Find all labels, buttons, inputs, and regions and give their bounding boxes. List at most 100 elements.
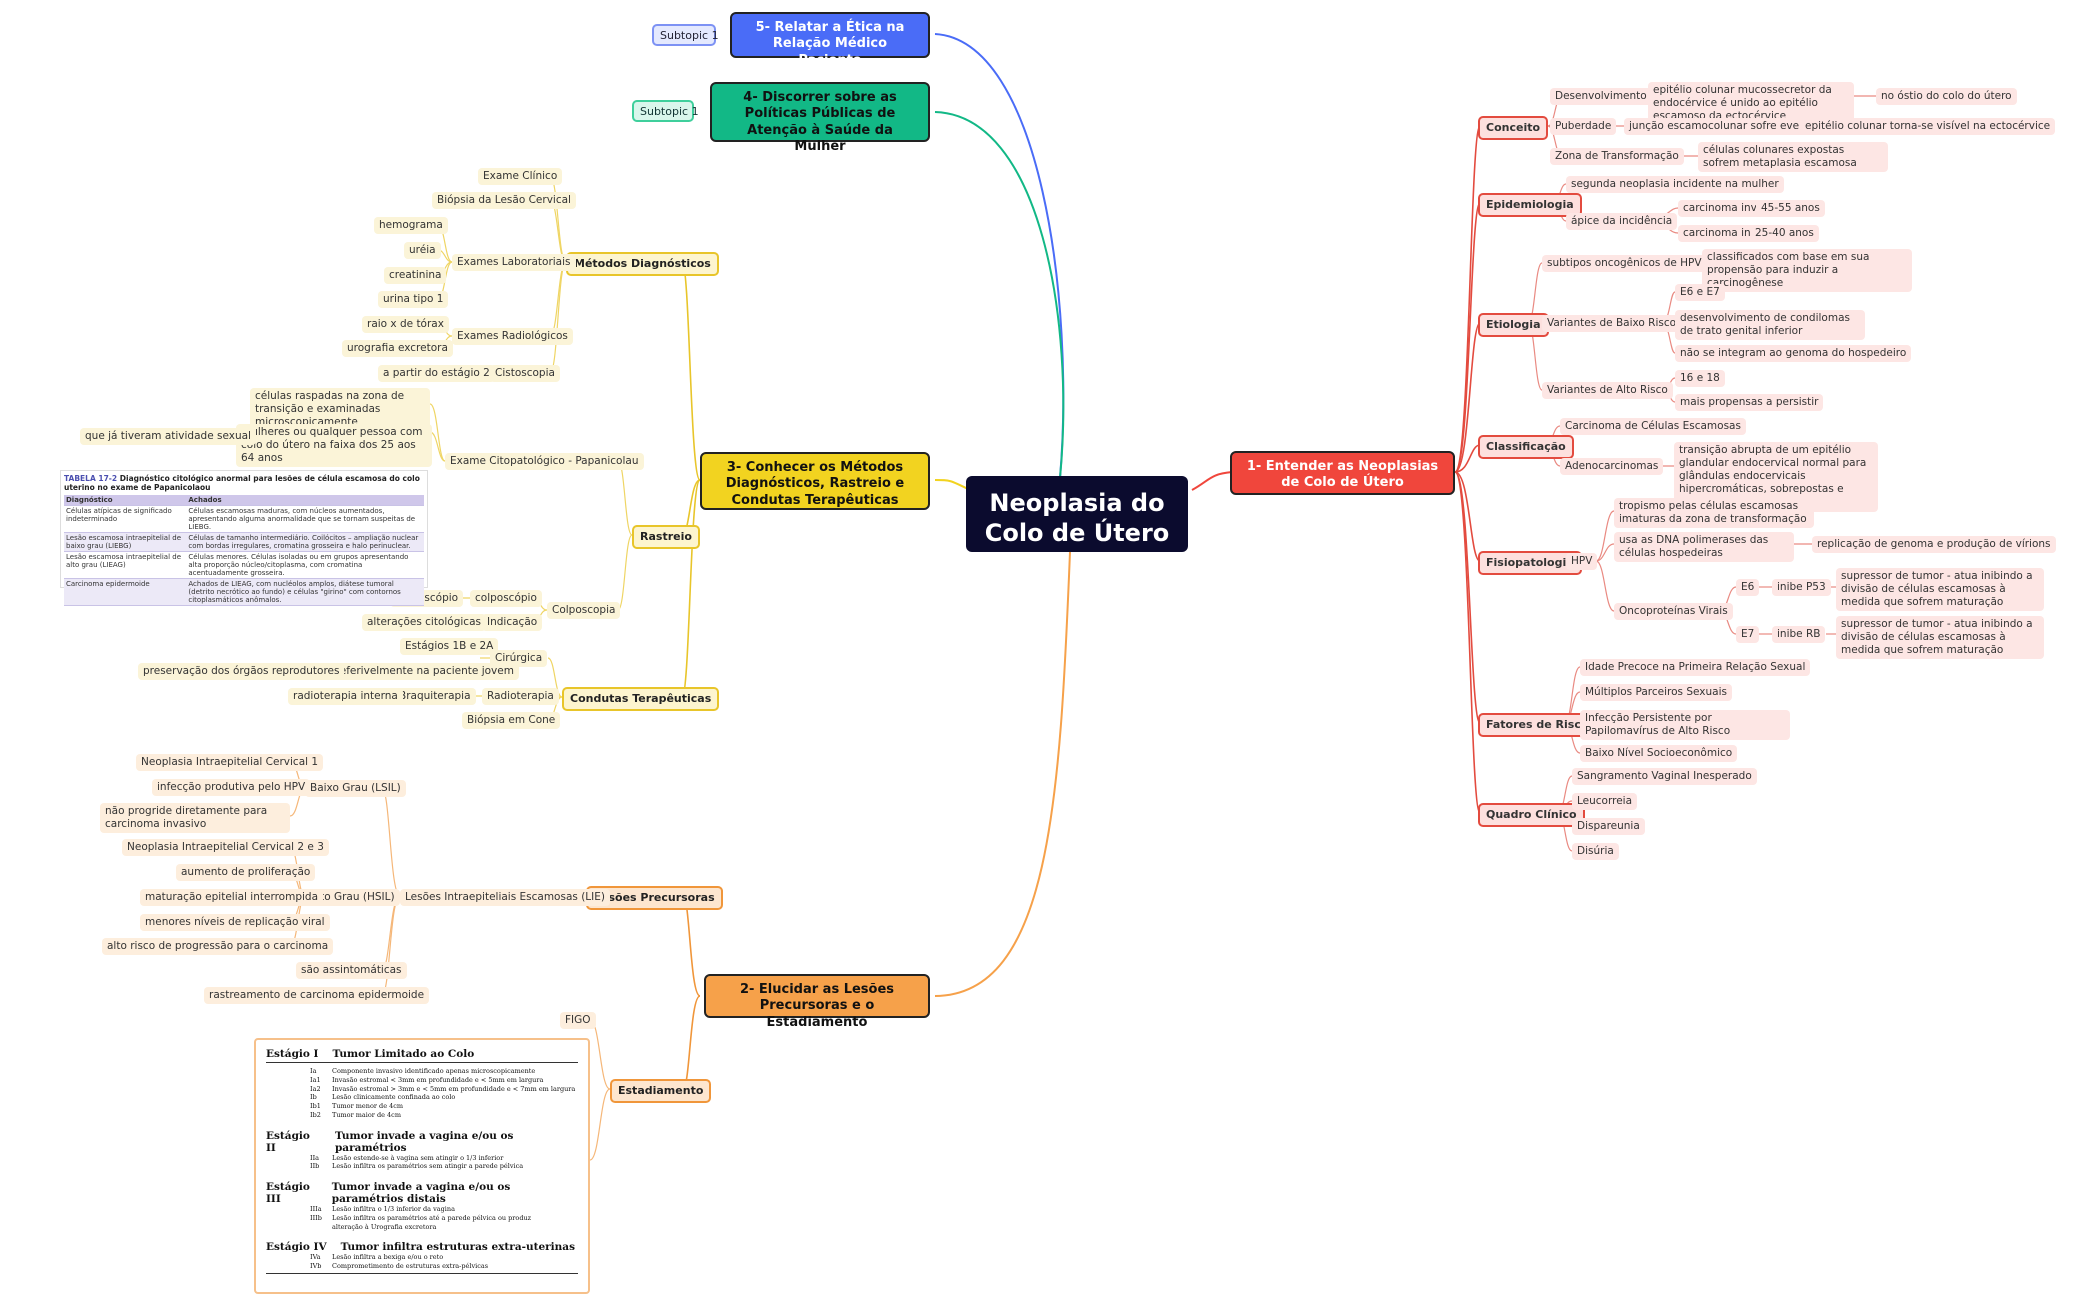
escamosas-node[interactable]: Carcinoma de Células Escamosas [1560, 418, 1746, 436]
fisiopatologia-node[interactable]: Fisiopatologia [1478, 551, 1582, 575]
nao-integram-node[interactable]: não se integram ao genoma do hospedeiro [1675, 345, 1912, 363]
exames-radiologicos-node[interactable]: Exames Radiológicos [452, 328, 573, 346]
baixo-risco-node[interactable]: Variantes de Baixo Risco [1542, 315, 1682, 333]
alto-risco-node[interactable]: Variantes de Alto Risco [1542, 382, 1673, 400]
baixo-grau-item[interactable]: não progride diretamente para carcinoma … [100, 803, 290, 834]
papanicolau-node[interactable]: Exame Citopatológico - Papanicolau [445, 453, 644, 471]
metodos-diagnosticos-node[interactable]: Métodos Diagnósticos [566, 252, 719, 276]
hpv-node[interactable]: HPV [1566, 553, 1598, 571]
central-topic[interactable]: Neoplasia do Colo de Útero [966, 476, 1188, 552]
branch-5-etica[interactable]: 5- Relatar a Ética na Relação Médico Pac… [730, 12, 930, 68]
radio-item[interactable]: raio x de tórax [362, 316, 449, 334]
lab-item[interactable]: urina tipo 1 [378, 291, 449, 309]
biopsia-cone-node[interactable]: Biópsia em Cone [462, 712, 561, 730]
subtipos-hpv-node[interactable]: subtipos oncogênicos de HPV [1542, 255, 1707, 273]
cistoscopia-detail[interactable]: a partir do estágio 2 [378, 365, 495, 383]
rastreamento-node[interactable]: rastreamento de carcinoma epidermoide [204, 987, 430, 1005]
radio-item[interactable]: urografia excretora [342, 340, 453, 358]
paciente-jovem-node[interactable]: preferivelmente na paciente jovem [324, 663, 519, 681]
branch-4-subtopic[interactable]: Subtopic 1 [632, 100, 699, 122]
condilomas-node[interactable]: desenvolvimento de condilomas de trato g… [1675, 310, 1865, 341]
atividade-sexual-node[interactable]: que já tiveram atividade sexual [80, 428, 256, 446]
branch-3-metodos[interactable]: 3- Conhecer os Métodos Diagnósticos, Ras… [700, 452, 930, 510]
lab-item[interactable]: creatinina [384, 267, 447, 285]
assintomaticas-node[interactable]: são assintomáticas [296, 962, 407, 980]
cirurgica-node[interactable]: Cirúrgica [490, 650, 548, 668]
alto-grau-item[interactable]: Neoplasia Intraepitelial Cervical 2 e 3 [122, 839, 329, 857]
zona-detail[interactable]: células colunares expostas sofrem metapl… [1698, 142, 1888, 173]
e7-detail[interactable]: supressor de tumor - atua inibindo a div… [1836, 616, 2044, 660]
rastreio-node[interactable]: Rastreio [632, 525, 700, 549]
subtipos-detail[interactable]: classificados com base em sua propensão … [1702, 249, 1912, 293]
e6-detail[interactable]: supressor de tumor - atua inibindo a div… [1836, 568, 2044, 612]
alto-grau-item[interactable]: maturação epitelial interrompida [140, 889, 323, 907]
cistoscopia-node[interactable]: Cistoscopia [490, 365, 560, 383]
lie-node[interactable]: Lesões Intraepiteliais Escamosas (LIE) [400, 889, 610, 907]
biopsia-node[interactable]: Biópsia da Lesão Cervical [432, 192, 576, 210]
quadro-item[interactable]: Disúria [1572, 843, 1619, 861]
baixo-grau-item[interactable]: Neoplasia Intraepitelial Cervical 1 [136, 754, 324, 772]
exame-clinico-node[interactable]: Exame Clínico [478, 168, 563, 186]
epidemiologia-node[interactable]: Epidemiologia [1478, 193, 1582, 217]
adenocarcinomas-node[interactable]: Adenocarcinomas [1560, 458, 1664, 476]
baixo-grau-item[interactable]: infecção produtiva pelo HPV [152, 779, 311, 797]
conceito-node[interactable]: Conceito [1478, 116, 1549, 140]
alto-grau-item[interactable]: aumento de proliferação [176, 864, 316, 882]
classificacao-node[interactable]: Classificação [1478, 435, 1574, 459]
replicacao-node[interactable]: replicação de genoma e produção de vírio… [1812, 536, 2056, 554]
preservacao-node[interactable]: preservação dos órgãos reprodutores [138, 663, 345, 681]
etiologia-node[interactable]: Etiologia [1478, 313, 1549, 337]
alto-grau-node[interactable]: Alto Grau (HSIL) [305, 889, 400, 907]
puberdade-node[interactable]: Puberdade [1550, 118, 1617, 136]
eversao-result-node[interactable]: epitélio colunar torna-se visível na ect… [1800, 118, 2056, 136]
segunda-neoplasia-node[interactable]: segunda neoplasia incidente na mulher [1566, 176, 1784, 194]
alto-grau-item[interactable]: alto risco de progressão para o carcinom… [102, 938, 334, 956]
lab-item[interactable]: uréia [404, 242, 441, 260]
lab-item[interactable]: hemograma [374, 217, 448, 235]
branch-2-lesoes[interactable]: 2- Elucidar as Lesões Precursoras e o Es… [704, 974, 930, 1030]
branch-5-subtopic[interactable]: Subtopic 1 [652, 24, 719, 46]
zona-transformacao-node[interactable]: Zona de Transformação [1550, 148, 1684, 166]
quadro-item[interactable]: Sangramento Vaginal Inesperado [1572, 768, 1757, 786]
fator-item[interactable]: Idade Precoce na Primeira Relação Sexual [1580, 659, 1811, 677]
fator-item[interactable]: Baixo Nível Socioeconômico [1580, 745, 1738, 763]
tropismo-node[interactable]: tropismo pelas células escamosas imatura… [1614, 498, 1814, 529]
indicacao-node[interactable]: Indicação [482, 614, 543, 632]
estadiamento-node[interactable]: Estadiamento [610, 1079, 712, 1103]
persistir-node[interactable]: mais propensas a persistir [1675, 394, 1824, 412]
alteracoes-node[interactable]: alterações citológicas [362, 614, 486, 632]
baixo-grau-node[interactable]: Baixo Grau (LSIL) [305, 780, 406, 798]
invasor-age-node[interactable]: 45-55 anos [1756, 200, 1825, 218]
condutas-node[interactable]: Condutas Terapêuticas [562, 687, 720, 711]
desenvolvimento-node[interactable]: Desenvolvimento [1550, 88, 1652, 106]
branch-4-politicas[interactable]: 4- Discorrer sobre as Políticas Públicas… [710, 82, 930, 154]
colposcopia-node[interactable]: Colposcopia [547, 602, 621, 620]
radioterapia-node[interactable]: Radioterapia [482, 688, 559, 706]
ostio-node[interactable]: no óstio do colo do útero [1876, 88, 2017, 106]
juncao-node[interactable]: junção escamocolunar sofre eversão [1624, 118, 1827, 136]
branch-1-neoplasias[interactable]: 1- Entender as Neoplasias de Colo de Úte… [1230, 451, 1455, 495]
e6-node[interactable]: E6 [1736, 579, 1760, 597]
apice-incidencia-node[interactable]: ápice da incidência [1566, 213, 1678, 231]
quadro-item[interactable]: Leucorreia [1572, 793, 1638, 811]
inibe-rb-node[interactable]: inibe RB [1772, 626, 1826, 644]
fator-item[interactable]: Múltiplos Parceiros Sexuais [1580, 684, 1732, 702]
e6e7-node[interactable]: E6 e E7 [1675, 284, 1725, 302]
hpv1618-node[interactable]: 16 e 18 [1675, 370, 1725, 388]
e7-node[interactable]: E7 [1736, 626, 1760, 644]
figo-node[interactable]: FIGO [560, 1012, 596, 1030]
alto-grau-item[interactable]: menores níveis de replicação viral [140, 914, 330, 932]
quadro-item[interactable]: Dispareunia [1572, 818, 1645, 836]
inibe-p53-node[interactable]: inibe P53 [1772, 579, 1831, 597]
radioterapia-interna-node[interactable]: radioterapia interna [288, 688, 403, 706]
oncoproteinas-node[interactable]: Oncoproteínas Virais [1614, 603, 1733, 621]
insitu-age-node[interactable]: 25-40 anos [1750, 225, 1819, 243]
dna-polimerases-node[interactable]: usa as DNA polimerases das células hospe… [1614, 532, 1794, 563]
fatores-risco-node[interactable]: Fatores de Risco [1478, 713, 1597, 737]
exames-laboratoriais-node[interactable]: Exames Laboratoriais [452, 254, 576, 272]
lesoes-precursoras-node[interactable]: Lesões Precursoras [586, 886, 723, 910]
fator-item[interactable]: Infecção Persistente por Papilomavírus d… [1580, 710, 1790, 741]
colposcopio-node[interactable]: colposcópio [470, 590, 542, 608]
estagios-node[interactable]: Estágios 1B e 2A [400, 638, 499, 656]
quadro-clinico-node[interactable]: Quadro Clínico [1478, 803, 1585, 827]
